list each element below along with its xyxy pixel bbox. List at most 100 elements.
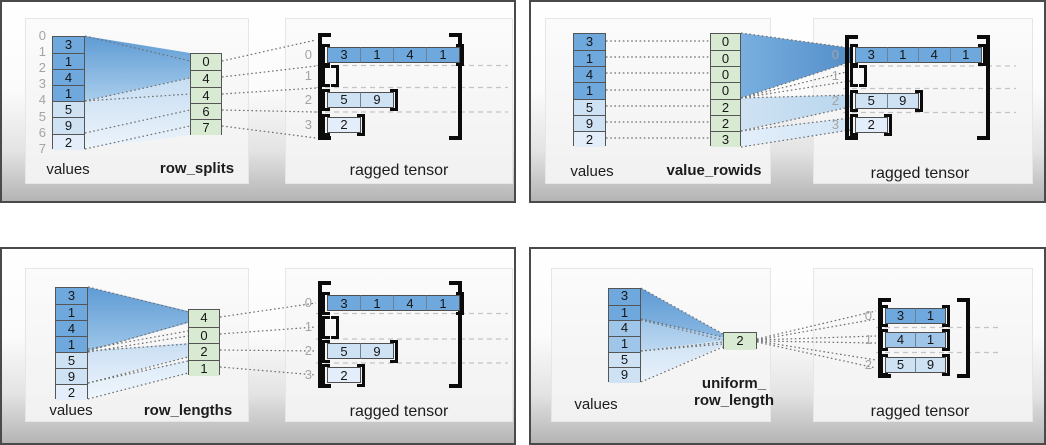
row-open-bracket — [322, 64, 330, 87]
tensor-row-index: 0 — [304, 47, 312, 62]
tensor-row-index: 1 — [864, 332, 872, 347]
tensor-row-index: 2 — [864, 357, 872, 372]
value-cell: 2 — [574, 130, 605, 147]
split-index-label: 2 — [38, 60, 46, 76]
split-index-label: 0 — [38, 28, 46, 43]
tensor-cell: 2 — [327, 367, 361, 383]
value-cell: 1 — [574, 50, 605, 67]
tensor-cell: 4 — [393, 47, 427, 63]
tensor-cell: 9 — [360, 92, 394, 108]
row-open-bracket — [322, 363, 330, 387]
row-close-bracket — [883, 113, 892, 136]
tensor-row-index: 3 — [831, 117, 839, 132]
row-open-bracket — [322, 291, 330, 315]
tensor-cell: 1 — [360, 295, 394, 311]
tensor-row-index: 0 — [831, 47, 839, 62]
row-open-bracket — [322, 43, 330, 66]
row-open-bracket — [322, 113, 330, 136]
value-cell: 1 — [53, 85, 84, 102]
split-index-label: 6 — [38, 124, 46, 140]
tensor-cell: 3 — [327, 295, 361, 311]
ragged-tensor-label: ragged tensor — [870, 165, 970, 182]
value-cell: 5 — [574, 98, 605, 115]
param-cell: 0 — [711, 66, 740, 83]
method-label: uniform_ — [701, 375, 767, 392]
value-cell: 9 — [574, 114, 605, 131]
value-cell: 3 — [609, 289, 640, 305]
value-cell: 4 — [574, 66, 605, 83]
value-cell: 2 — [56, 384, 87, 400]
tensor-cell: 1 — [949, 47, 982, 63]
tensor-cell: 3 — [327, 47, 361, 63]
row-close-bracket — [456, 291, 464, 315]
row-open-bracket — [322, 339, 330, 363]
row-open-bracket — [880, 353, 888, 376]
values-label: values — [574, 396, 618, 413]
value-cell: 1 — [609, 304, 640, 321]
tensor-row-index: 1 — [304, 319, 312, 334]
param-column: 2 — [723, 332, 757, 350]
row-close-bracket — [390, 88, 398, 111]
value-cell: 2 — [53, 133, 84, 150]
tensor-cell: 1 — [915, 308, 946, 324]
param-cell: 3 — [711, 130, 740, 147]
value-cell: 3 — [574, 34, 605, 51]
row-close-bracket — [357, 363, 365, 387]
param-cell: 0 — [191, 54, 221, 71]
row-close-bracket — [357, 113, 365, 136]
param-cell: 2 — [189, 343, 219, 360]
tensor-cell: 9 — [886, 93, 919, 109]
tensor-cell: 4 — [393, 295, 427, 311]
tensor-row-index: 0 — [864, 308, 872, 323]
value-cell: 4 — [56, 320, 87, 336]
param-cell: 0 — [189, 326, 219, 343]
param-cell: 4 — [189, 310, 219, 327]
row-open-bracket — [322, 315, 330, 339]
value-cell: 1 — [53, 53, 84, 70]
row-close-bracket — [942, 328, 950, 351]
param-cell: 6 — [191, 102, 221, 120]
value-cell: 3 — [56, 288, 87, 304]
tensor-cell: 9 — [915, 357, 946, 373]
tensor-row-index: 2 — [304, 92, 312, 107]
value-cell: 9 — [53, 117, 84, 134]
tensor-cell: 9 — [360, 343, 394, 359]
tensor-cell: 3 — [885, 308, 916, 324]
value-cell: 9 — [56, 368, 87, 384]
tensor-row-index: 1 — [304, 68, 312, 83]
param-cell: 0 — [711, 50, 740, 67]
split-index-label: 7 — [38, 140, 46, 156]
row-close-bracket — [942, 353, 950, 376]
tensor-cell: 5 — [855, 93, 888, 109]
value-cell: 3 — [53, 37, 84, 54]
ragged-tensor-label: ragged tensor — [349, 162, 449, 179]
tensor-close-bracket — [449, 33, 462, 140]
values-label: values — [46, 161, 90, 178]
tensor-cell: 2 — [327, 117, 361, 133]
param-cell: 0 — [711, 34, 740, 51]
tensor-cell: 1 — [426, 47, 460, 63]
row-open-bracket — [850, 43, 858, 66]
row-open-bracket — [850, 89, 858, 112]
tensor-close-bracket — [449, 281, 462, 388]
value-cell: 1 — [574, 82, 605, 99]
tensor-cell: 5 — [885, 357, 916, 373]
row-close-bracket — [456, 43, 464, 66]
method-label: row_lengths — [143, 402, 233, 419]
value-cell: 5 — [609, 351, 640, 368]
tensor-cell: 4 — [918, 47, 951, 63]
row-open-bracket — [322, 88, 330, 111]
value-cell: 1 — [56, 336, 87, 352]
tensor-close-bracket — [977, 35, 990, 140]
tensor-cell: 5 — [327, 343, 361, 359]
tensor-open-bracket — [318, 33, 331, 140]
param-cell: 1 — [189, 359, 219, 376]
row-close-bracket — [915, 89, 923, 112]
tensor-row-index: 2 — [831, 93, 839, 108]
tensor-cell: 1 — [426, 295, 460, 311]
